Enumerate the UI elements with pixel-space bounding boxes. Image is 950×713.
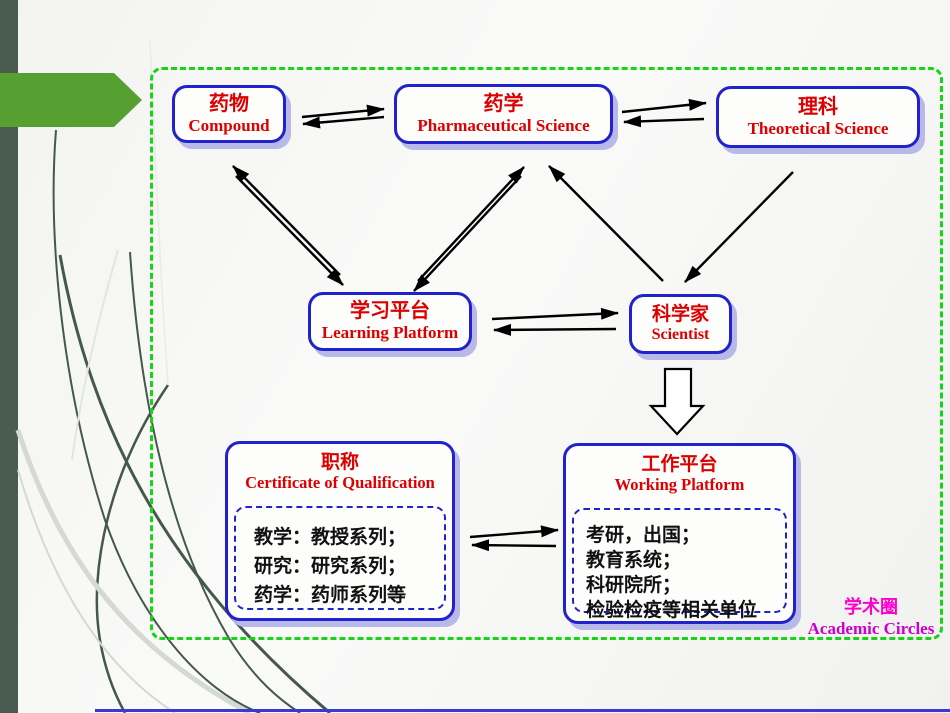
node-scientist-zh: 科学家 [651,303,709,325]
working-item: 检验检疫等相关单位 [586,600,758,621]
diagram-border [150,67,943,640]
working-item: 教育系统； [586,550,682,571]
node-pharmaceutical-zh: 药学 [483,92,524,115]
node-theoretical-zh: 理科 [798,95,838,118]
node-working-en: Working Platform [614,474,745,494]
node-qualification-zh: 职称 [320,452,359,473]
node-theoretical-science: 理科 Theoretical Science [716,86,920,148]
arrow-scientist-pharma [548,165,664,282]
arrow-compound-pharma [301,104,385,129]
caption-zh: 学术圈 [844,597,898,617]
qualification-detail-box: 教学：教授系列； 研究：研究系列； 药学：药师系列等 [234,506,446,610]
node-working-platform: 工作平台 Working Platform 考研，出国； 教育系统； 科研院所；… [563,443,796,624]
academic-circles-caption: 学术圈 Academic Circles [805,597,937,639]
caption-en: Academic Circles [807,618,935,638]
qualification-item: 药学：药师系列等 [254,585,407,606]
node-pharmaceutical-science: 药学 Pharmaceutical Science [394,84,613,144]
working-item: 考研，出国； [586,525,701,546]
node-learning-platform: 学习平台 Learning Platform [308,292,472,351]
node-pharmaceutical-en: Pharmaceutical Science [417,115,590,135]
green-pointer-arrow [0,73,142,127]
node-scientist: 科学家 Scientist [629,294,732,354]
qualification-item: 教学：教授系列； [254,527,407,548]
node-qualification-en: Certificate of Qualification [245,472,435,492]
left-sidebar-bar [0,0,18,713]
node-compound-zh: 药物 [209,92,249,115]
node-working-zh: 工作平台 [641,454,718,475]
working-item: 科研院所； [586,575,682,596]
arrow-learning-pharma [413,166,525,292]
qualification-item: 研究：研究系列； [254,556,407,577]
arrow-theoretical-scientist [684,171,794,283]
node-learning-en: Learning Platform [321,323,459,343]
working-detail-box: 考研，出国； 教育系统； 科研院所； 检验检疫等相关单位 [572,508,787,621]
block-down-arrow [648,367,706,436]
node-scientist-en: Scientist [651,325,710,343]
bottom-accent-line [95,709,950,712]
node-theoretical-en: Theoretical Science [747,118,889,138]
arrow-learning-scientist [491,307,619,336]
arrow-qualification-working [469,525,559,552]
node-compound: 药物 Compound [172,85,286,143]
node-certificate-of-qualification: 职称 Certificate of Qualification 教学：教授系列；… [225,441,455,621]
arrow-pharma-theoretical [621,98,707,128]
node-compound-en: Compound [188,115,270,135]
arrow-compound-learning [232,165,344,286]
node-learning-zh: 学习平台 [350,300,430,323]
